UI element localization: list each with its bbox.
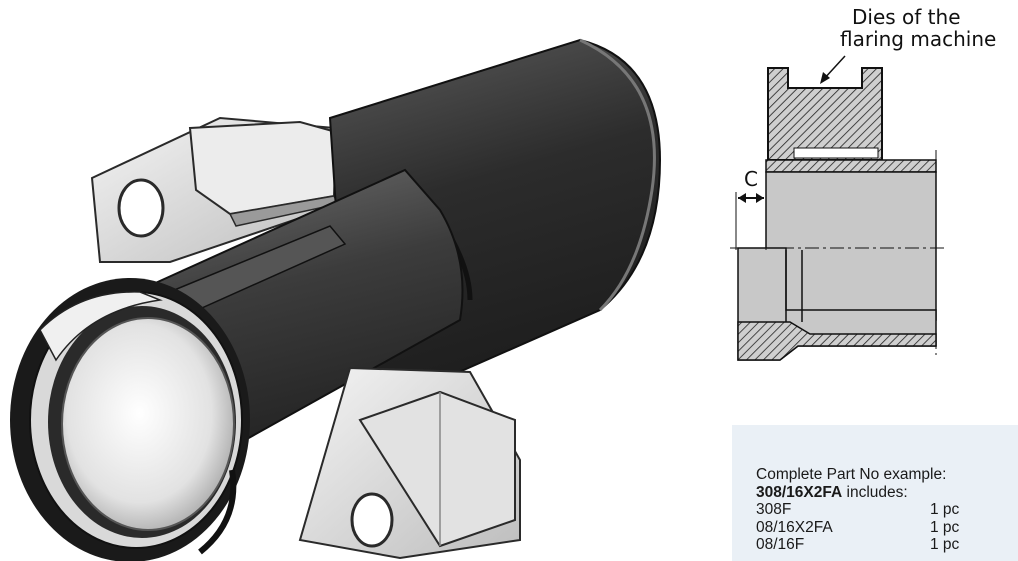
upper-flange-half [90,116,342,263]
dies-label-line1: Dies of the [852,5,961,29]
flaring-die [767,67,883,161]
list-item: 08/16X2FA 1 pc [756,519,1018,537]
cross-section-drawing: C Dies of the flaring machine [730,5,996,361]
tube-wall-upper [765,159,937,173]
item-code: 08/16F [756,536,805,553]
lower-flange-half [298,366,521,560]
die-groove [793,147,879,159]
list-item: 08/16F 1 pc [756,536,1018,554]
info-part-line: 308/16X2FA includes: [756,484,1018,502]
flange-cutaway-render [10,38,662,561]
item-qty: 1 pc [930,536,960,553]
front-ring [10,278,250,561]
item-qty: 1 pc [930,501,960,518]
info-includes-text: includes: [846,483,908,501]
info-part-number: 308/16X2FA [756,483,843,501]
c-dimension-label: C [744,167,758,191]
part-number-info-box: Complete Part No example: 308/16X2FA inc… [732,425,1018,561]
item-qty: 1 pc [930,518,960,536]
list-item: 308F 1 pc [756,501,1018,519]
item-code: 308F [756,501,792,518]
item-code: 08/16X2FA [756,518,833,536]
info-title: Complete Part No example: [756,466,947,483]
dies-label-line2: flaring machine [840,27,996,51]
tube-bore [765,171,937,321]
